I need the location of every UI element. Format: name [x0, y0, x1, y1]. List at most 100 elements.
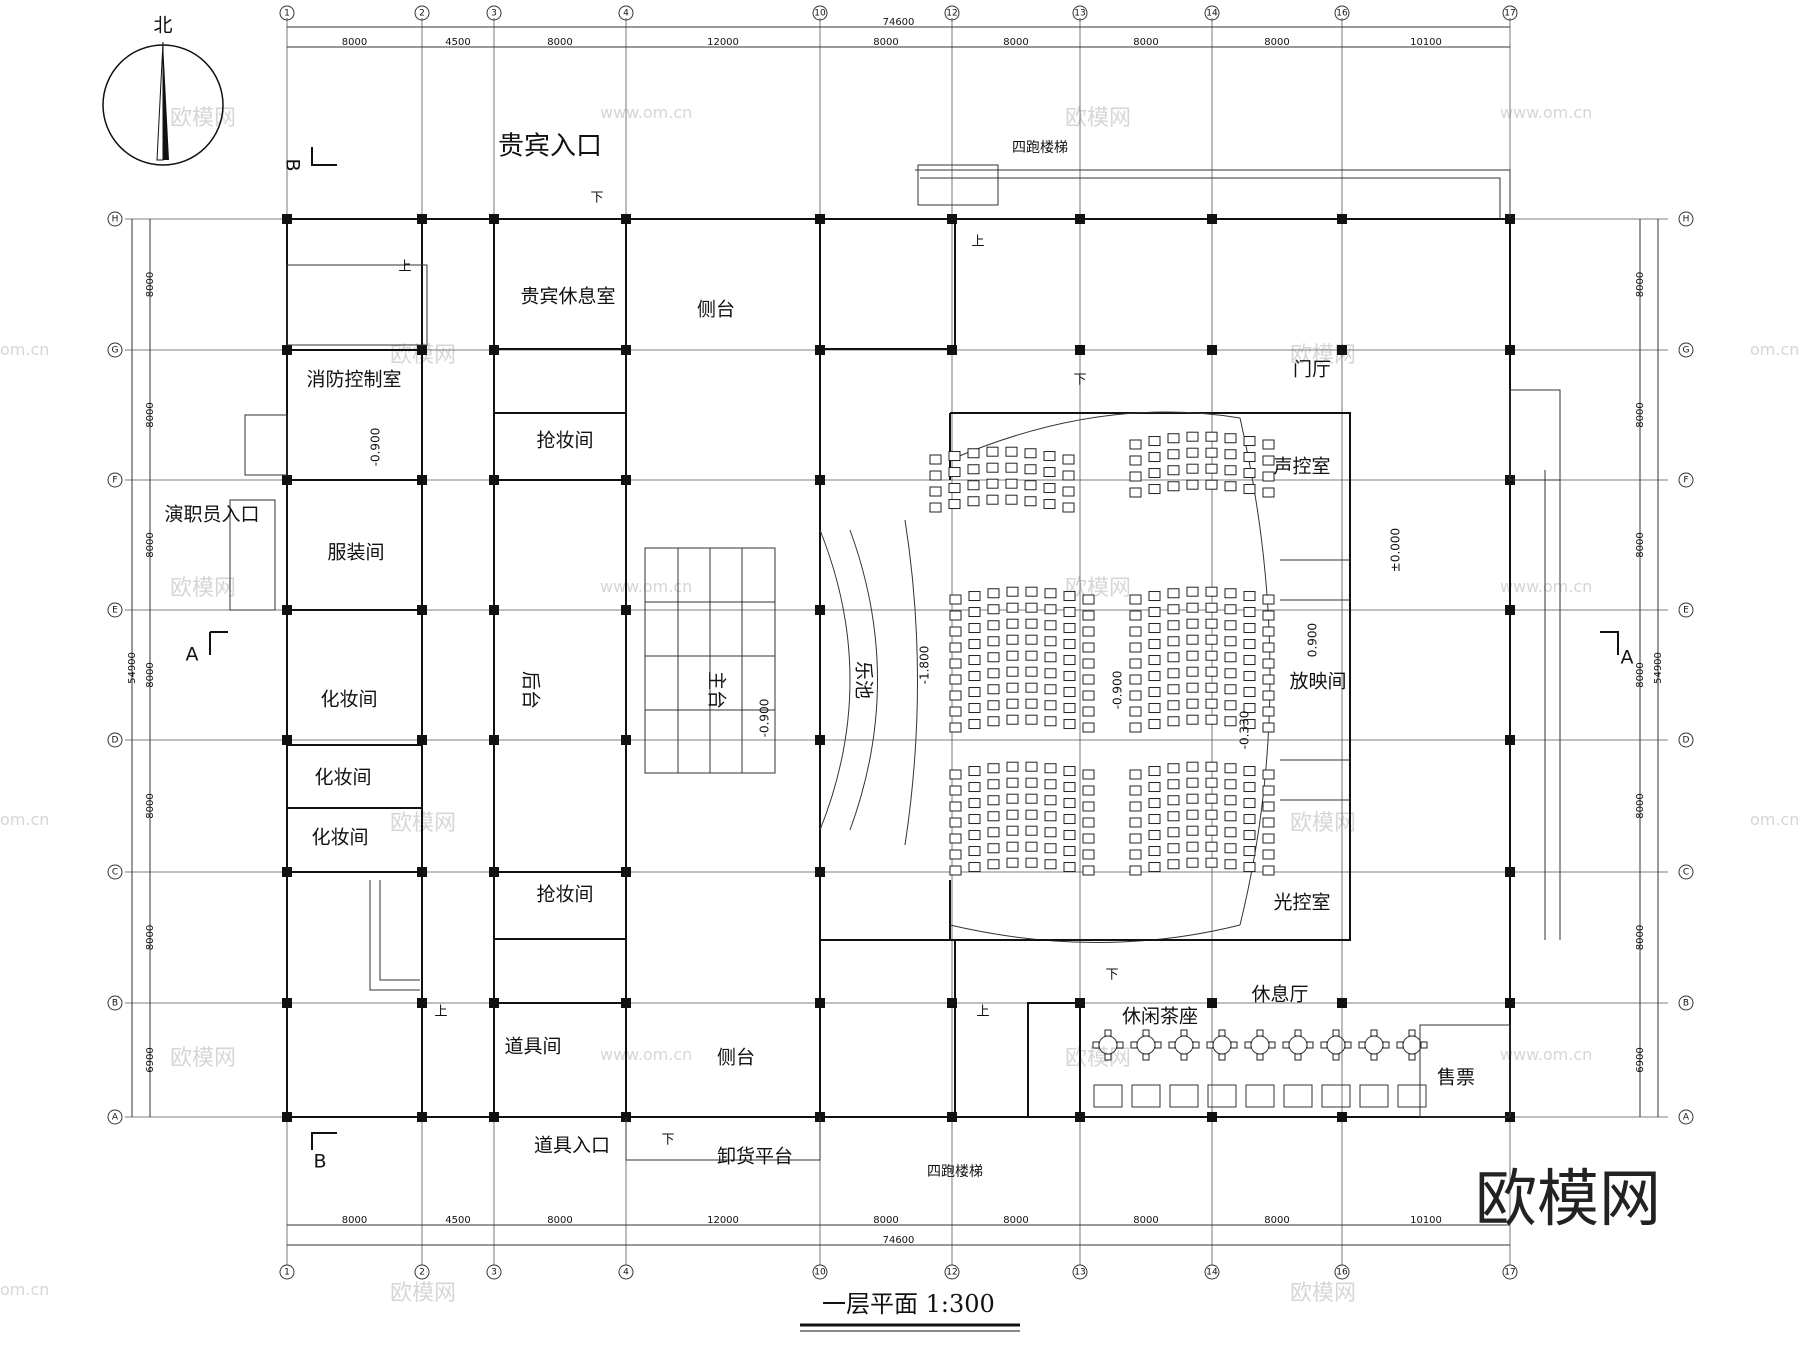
dimension-bay-y: 8000 [1635, 793, 1646, 818]
seat [1044, 779, 1057, 790]
seat [986, 462, 999, 473]
seat [1243, 782, 1256, 793]
axis-label: G [1683, 346, 1690, 356]
seat [1062, 486, 1075, 497]
column [1207, 345, 1217, 355]
seat [1082, 769, 1095, 780]
light-control-label: 光控室 [1273, 892, 1330, 914]
axis-label: 13 [1074, 1268, 1085, 1278]
seat [1063, 766, 1076, 777]
stair-markers: 上 上 上 上 下 下 下 下 [398, 191, 1118, 1148]
seat [949, 610, 962, 621]
seat [1148, 655, 1161, 666]
seat [1243, 591, 1256, 602]
seat [1167, 811, 1180, 822]
axis-label: 14 [1206, 1268, 1218, 1278]
seat [1262, 785, 1275, 796]
seat [1167, 700, 1180, 711]
seat [1082, 722, 1095, 733]
seat [949, 594, 962, 605]
axis-label: 17 [1504, 1268, 1515, 1278]
seat [1205, 586, 1218, 597]
watermark: 欧模网 [390, 811, 456, 836]
level-hall-mid: -0.330 [1238, 711, 1252, 750]
watermark-url: www.om.cn [1500, 577, 1592, 596]
seat [1025, 777, 1038, 788]
tea-tables [1092, 1029, 1428, 1108]
seat [987, 779, 1000, 790]
dimension-bay-x: 8000 [547, 1215, 572, 1226]
axis-bubble-col: 13 [1072, 1264, 1088, 1280]
seat [1063, 607, 1076, 618]
seat [1243, 468, 1256, 479]
seat [1186, 602, 1199, 613]
seat [1243, 436, 1256, 447]
axis-label: E [1683, 606, 1689, 616]
lobby-label: 门厅 [1293, 359, 1331, 381]
north-label: 北 [153, 15, 172, 37]
seat [968, 703, 981, 714]
seat [987, 588, 1000, 599]
room-labels: 贵宾入口 贵宾休息室 侧台 消防控制室 演职员入口 服装间 化妆间 化妆间 化妆… [164, 132, 1475, 1181]
seat [1167, 449, 1180, 460]
seat [1025, 698, 1038, 709]
seat [929, 470, 942, 481]
axis-label: 10 [814, 9, 826, 19]
seat [1005, 446, 1018, 457]
seat [1063, 623, 1076, 634]
seat [987, 684, 1000, 695]
seat [1243, 846, 1256, 857]
axis-label: A [1683, 1113, 1690, 1123]
seat [987, 604, 1000, 615]
axis-bubble-row: E [107, 602, 123, 618]
seat [1148, 830, 1161, 841]
seat [987, 668, 1000, 679]
sofa-seat [1245, 1084, 1275, 1108]
seat [1167, 779, 1180, 790]
seat [1006, 650, 1019, 661]
stair-down-marker: 下 [1073, 373, 1086, 388]
seat [1129, 865, 1142, 876]
section-mark-a-right: A [1621, 647, 1634, 669]
seat [1062, 470, 1075, 481]
seat [1262, 642, 1275, 653]
seat [1063, 591, 1076, 602]
seat [1006, 857, 1019, 868]
seat [1148, 687, 1161, 698]
level-projection: 0.900 [1306, 623, 1320, 657]
costume-room-label: 服装间 [327, 542, 384, 564]
seat [1243, 798, 1256, 809]
axis-bubble-col: 4 [618, 5, 634, 21]
seat [1082, 706, 1095, 717]
seat [1005, 478, 1018, 489]
props-entrance-label: 道具入口 [534, 1135, 610, 1157]
seat [1186, 698, 1199, 709]
seat [1186, 825, 1199, 836]
seat [1167, 588, 1180, 599]
seat [1025, 682, 1038, 693]
seat [1148, 766, 1161, 777]
dimension-bay-y: 8000 [1635, 925, 1646, 950]
seat [1024, 448, 1037, 459]
tea-table [1244, 1029, 1276, 1061]
makeup-room-1-label: 化妆间 [320, 689, 377, 711]
seat [1262, 690, 1275, 701]
seat [1129, 487, 1142, 498]
seat [1167, 620, 1180, 631]
level-marks: -0.900 -1.800 ±0.000 -0.900 -0.900 0.900… [369, 428, 1403, 750]
axis-bubble-row: G [107, 342, 123, 358]
seat [1044, 668, 1057, 679]
makeup-room-3-label: 化妆间 [311, 827, 368, 849]
axis-bubble-col: 10 [812, 1264, 828, 1280]
dimension-bay-x: 8000 [873, 37, 898, 48]
seat [1006, 586, 1019, 597]
seat [1243, 655, 1256, 666]
watermark-layer: 欧模网 欧模网 欧模网 欧模网 欧模网 欧模网 欧模网 欧模网 欧模网 欧模网 … [0, 103, 1799, 1306]
four-run-stair-south-label: 四跑楼梯 [927, 1164, 983, 1180]
seat [987, 620, 1000, 631]
seat [1025, 825, 1038, 836]
axis-label: E [112, 606, 118, 616]
seat [1186, 447, 1199, 458]
four-run-stair-north-label: 四跑楼梯 [1012, 140, 1068, 156]
watermark-url: www.om.cn [1500, 1045, 1592, 1064]
